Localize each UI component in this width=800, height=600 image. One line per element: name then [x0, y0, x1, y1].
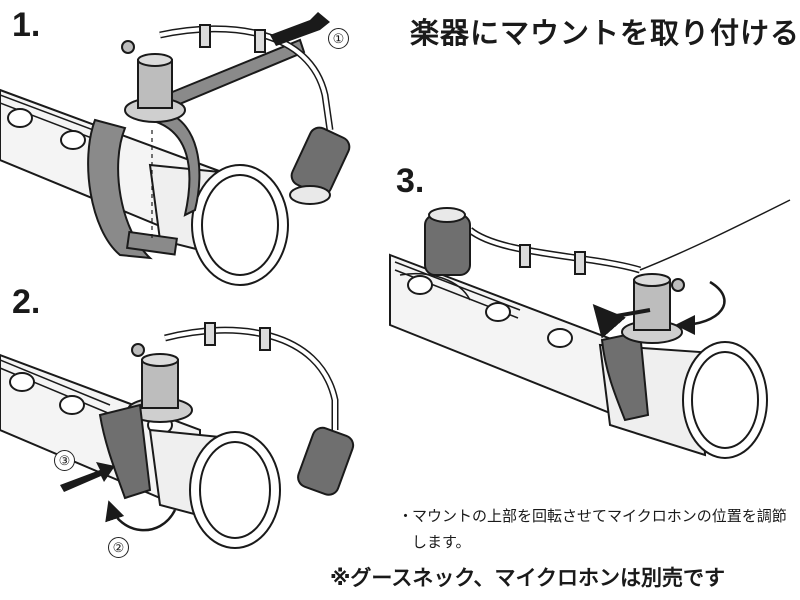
step1-pull-arrow [270, 12, 330, 46]
note-bullet: ・ [398, 507, 414, 525]
step2-illustration [0, 322, 355, 549]
step2-mount-column [141, 359, 179, 409]
step3-clip [600, 330, 650, 422]
step1-strap-tail [163, 38, 306, 110]
page-title: 楽器にマウントを取り付ける [410, 16, 800, 50]
step1-strap [87, 118, 153, 260]
note-text: マウントの上部を回転させてマイクロホンの位置を調節します。 [412, 507, 787, 551]
step3-rotate-arrow-back [592, 303, 651, 339]
step3-key-cup [407, 275, 433, 295]
step2-rotate-arrow [105, 500, 177, 532]
step2-key-cup [59, 395, 85, 415]
instruction-note: ・ マウントの上部を回転させてマイクロホンの位置を調節します。 [398, 503, 788, 555]
step3-rotate-arrow [675, 280, 726, 335]
step3-mount-column [633, 279, 671, 331]
step1-mount-column [137, 59, 173, 109]
step3-cable [639, 199, 791, 271]
footer-disclaimer: ※グースネック、マイクロホンは別売です [330, 566, 726, 590]
callout-2: ② [108, 537, 129, 558]
step1-key-cup [60, 130, 86, 150]
step1-key-cup [7, 108, 33, 128]
step-number-2: 2. [12, 283, 41, 321]
step3-key-cup [485, 302, 511, 322]
step2-microphone [297, 426, 355, 496]
step2-key-cup [9, 372, 35, 392]
step-number-3: 3. [396, 162, 425, 200]
callout-1: ① [328, 28, 349, 49]
step1-illustration [0, 12, 351, 286]
step3-microphone [424, 214, 471, 276]
step1-gooseneck [159, 25, 334, 131]
step2-clip [98, 403, 152, 500]
step2-push-arrow [60, 462, 115, 492]
step-number-1: 1. [12, 6, 41, 44]
step3-illustration [389, 199, 791, 459]
callout-3: ③ [54, 450, 75, 471]
